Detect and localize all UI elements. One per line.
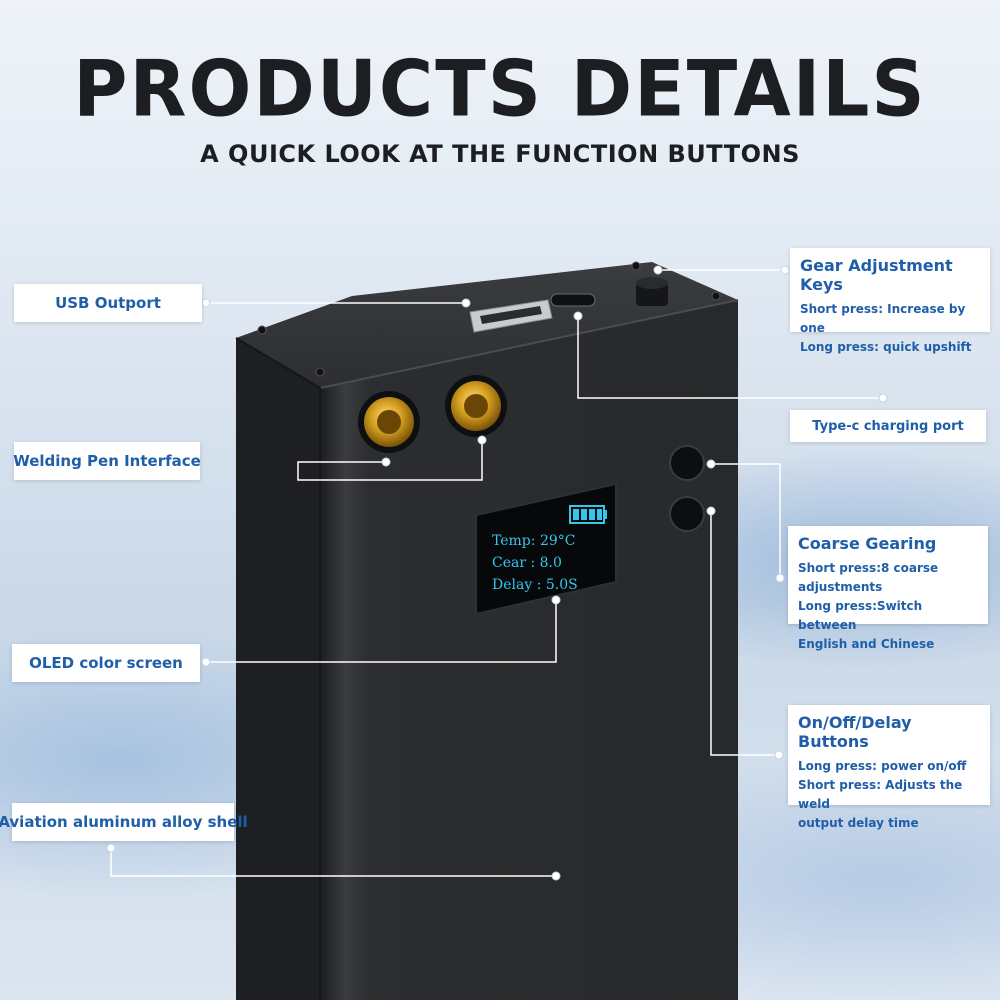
- card-line: output delay time: [798, 816, 919, 830]
- card-title: On/Off/Delay Buttons: [798, 713, 912, 751]
- label-usb-outport: USB Outport: [14, 284, 202, 322]
- card-line: Short press:8 coarse adjustments: [798, 561, 939, 594]
- device-front-face: [320, 300, 738, 1000]
- welding-connector-right: [445, 375, 507, 437]
- oled-temp-readout: Temp: 29°C: [492, 533, 576, 549]
- usb-port: [469, 299, 553, 333]
- card-onoff-delay-buttons: On/Off/Delay Buttons Long press: power o…: [788, 705, 990, 830]
- card-coarse-gearing: Coarse Gearing Short press:8 coarse adju…: [788, 526, 988, 651]
- oled-screen: [475, 482, 617, 616]
- gear-key-knob: [636, 277, 668, 306]
- callout-lines: [110, 269, 883, 877]
- label-welding-pen-interface: Welding Pen Interface: [13, 442, 201, 480]
- label-type-c-charging-port: Type-c charging port: [790, 410, 986, 442]
- card-gear-adjustment-keys: Gear Adjustment Keys Short press: Increa…: [790, 248, 990, 354]
- battery-icon: [569, 505, 607, 524]
- oled-gear-readout: Cear : 8.0: [492, 555, 562, 571]
- type-c-port: [550, 293, 596, 307]
- welding-connector-left: [358, 391, 420, 453]
- label-aluminum-shell: Aviation aluminum alloy shell: [0, 803, 248, 841]
- card-line: Short press: Increase by one: [800, 302, 966, 335]
- oled-delay-readout: Delay : 5.0S: [492, 577, 578, 593]
- device-left-side: [236, 338, 320, 1000]
- card-line: Long press: quick upshift: [800, 340, 972, 354]
- card-line: Long press:Switch between: [798, 599, 923, 632]
- coarse-gearing-button: [669, 445, 705, 481]
- label-oled-color-screen: OLED color screen: [12, 644, 200, 682]
- card-line: Short press: Adjusts the weld: [798, 778, 963, 811]
- page-title: PRODUCTS DETAILS: [73, 43, 927, 135]
- page-subtitle: A QUICK LOOK AT THE FUNCTION BUTTONS: [200, 140, 800, 168]
- card-title: Gear Adjustment Keys: [800, 256, 953, 294]
- card-line: Long press: power on/off: [798, 759, 967, 773]
- onoff-delay-button: [669, 496, 705, 532]
- card-title: Coarse Gearing: [798, 534, 937, 553]
- card-line: English and Chinese: [798, 637, 935, 651]
